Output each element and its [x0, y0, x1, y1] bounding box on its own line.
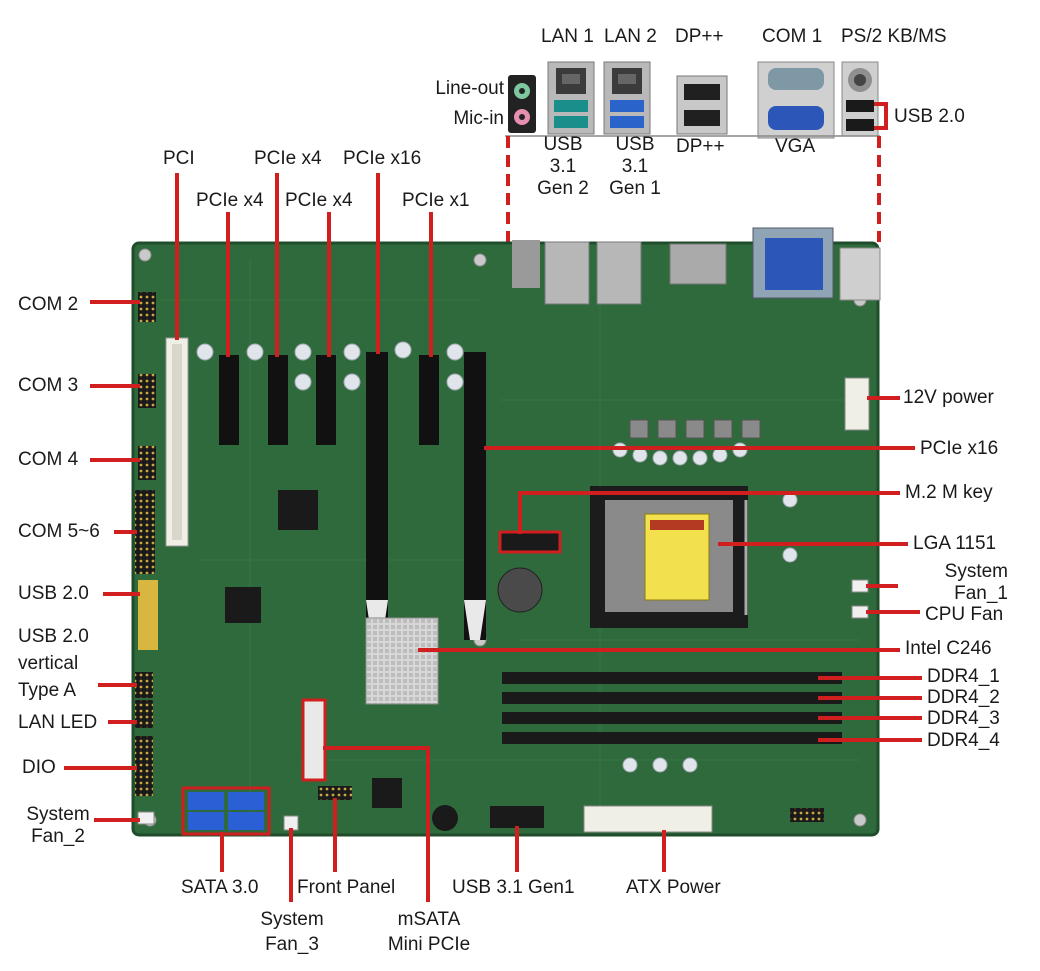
label-sys-fan2-line1: System: [26, 804, 90, 825]
label-usb31g1: USB 3.1 Gen 1: [600, 134, 670, 200]
pcie-slots: [219, 352, 486, 640]
label-ddr4-1: DDR4_1: [927, 666, 1000, 687]
ps2-usb20-port: [841, 61, 879, 137]
label-sys-fan1-line2: Fan_1: [954, 583, 1008, 604]
label-usb31g1-line1: USB: [615, 134, 655, 155]
label-pcie-x16-right: PCIe x16: [920, 438, 999, 459]
label-com56: COM 5~6: [18, 521, 100, 542]
pci-slot: [165, 337, 189, 547]
chips: [225, 419, 761, 831]
label-vga: VGA: [775, 136, 816, 157]
label-sys-fan1: System Fan_1: [900, 561, 1008, 605]
sata-ports: [181, 786, 271, 836]
label-pcie-x16-top: PCIe x16: [343, 148, 422, 169]
label-usb31g2-line3: Gen 2: [537, 178, 589, 199]
label-msata-line1: mSATA: [397, 909, 461, 930]
displayport-ports: [676, 75, 728, 135]
label-cpu-fan: CPU Fan: [925, 604, 1004, 625]
label-dp-bottom: DP++: [676, 136, 725, 157]
fan-headers: [137, 579, 869, 831]
label-usb31g2-line2: 3.1: [549, 156, 577, 177]
lga1151-socket: [590, 486, 748, 628]
label-usb20-vertical-line1: USB 2.0: [18, 626, 89, 647]
label-12v-power: 12V power: [903, 387, 994, 408]
label-com2: COM 2: [18, 294, 79, 315]
leader-msata: [323, 746, 430, 902]
label-com1: COM 1: [762, 26, 823, 47]
capacitors: [196, 341, 798, 773]
label-lan2: LAN 2: [604, 26, 657, 47]
label-usb20-left: USB 2.0: [18, 583, 89, 604]
label-sys-fan2: System Fan_2: [18, 804, 98, 848]
com1-vga-port: [757, 61, 835, 139]
label-pcie-x4-b: PCIe x4: [285, 190, 353, 211]
label-usb20-rear: USB 2.0: [894, 106, 965, 127]
label-sys-fan2-line2: Fan_2: [31, 826, 85, 847]
audio-jacks: [508, 75, 536, 133]
front-panel-header: [318, 786, 352, 800]
label-usb20-vertical: USB 2.0 vertical Type A: [18, 626, 89, 702]
label-pcie-x1: PCIe x1: [402, 190, 470, 211]
usb20-header-yellow: [138, 580, 158, 650]
label-usb20-vertical-line2: vertical: [18, 653, 79, 674]
label-msata: mSATA Mini PCIe: [374, 909, 484, 956]
label-lga: LGA 1151: [913, 533, 997, 554]
chipset-heatsink: [365, 617, 439, 705]
label-ddr4-2: DDR4_2: [927, 687, 1000, 708]
label-ddr4-3: DDR4_3: [927, 708, 1000, 729]
label-dio: DIO: [22, 757, 56, 778]
label-m2: M.2 M key: [905, 482, 993, 503]
bottom-right-header: [790, 808, 824, 822]
rear-io-panel: [505, 61, 880, 139]
onboard-rear-connectors: [512, 227, 881, 305]
label-lan1: LAN 1: [541, 26, 594, 47]
left-headers: [135, 292, 156, 796]
label-com4: COM 4: [18, 449, 79, 470]
usb31-gen1-header: [490, 806, 544, 828]
atx-power-connector: [583, 805, 713, 833]
label-pcie-x4-top: PCIe x4: [254, 148, 322, 169]
label-sata: SATA 3.0: [181, 877, 259, 898]
label-usb31g1-line2: 3.1: [621, 156, 649, 177]
label-sys-fan3-line1: System: [260, 909, 324, 930]
label-usb31-gen1: USB 3.1 Gen1: [452, 877, 575, 898]
label-msata-line2: Mini PCIe: [387, 934, 471, 955]
label-mic-in: Mic-in: [453, 108, 504, 129]
label-dp-top: DP++: [675, 26, 724, 47]
leader-usb20-rear: [874, 102, 888, 130]
label-ddr4-4: DDR4_4: [927, 730, 1000, 751]
label-ps2: PS/2 KB/MS: [841, 26, 947, 47]
lan2-usb31g1-port: [603, 61, 651, 135]
label-pci: PCI: [163, 148, 195, 169]
msata-slot: [301, 698, 327, 782]
label-atx-power: ATX Power: [626, 877, 721, 898]
ddr4-slots: [502, 672, 842, 744]
label-line-out: Line-out: [435, 78, 504, 99]
label-sys-fan1-line1: System: [944, 561, 1008, 582]
label-lan-led: LAN LED: [18, 712, 98, 733]
label-sys-fan3: System Fan_3: [252, 909, 332, 956]
label-usb31g1-line3: Gen 1: [609, 178, 661, 199]
label-sys-fan3-line2: Fan_3: [265, 934, 319, 955]
label-c246: Intel C246: [905, 638, 992, 659]
label-front-panel: Front Panel: [297, 877, 396, 898]
leader-m2: [518, 491, 900, 534]
label-usb31g2-line1: USB: [543, 134, 583, 155]
label-com3: COM 3: [18, 375, 79, 396]
12v-power-connector: [844, 377, 870, 431]
m2-slot: [498, 530, 562, 554]
label-pcie-x4-a: PCIe x4: [196, 190, 264, 211]
label-usb31g2: USB 3.1 Gen 2: [528, 134, 598, 200]
lan1-usb31g2-port: [547, 61, 595, 135]
leader-lines: [64, 102, 922, 902]
label-usb20-vertical-line3: Type A: [18, 680, 77, 701]
